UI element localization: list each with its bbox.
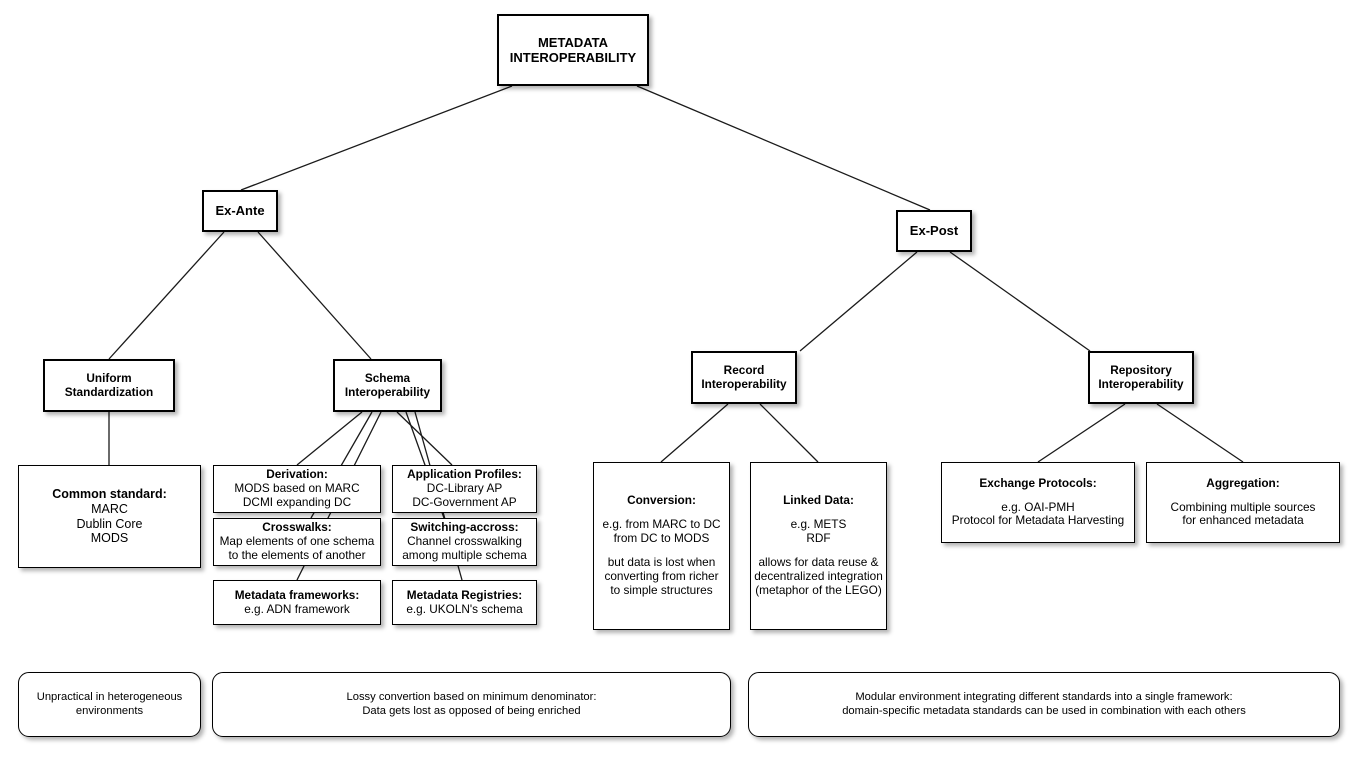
linked-data-g1-line-1: RDF bbox=[806, 531, 831, 546]
switching-accross-line-1: among multiple schema bbox=[402, 547, 527, 562]
node-application-profiles[interactable]: Application Profiles: DC-Library AP DC-G… bbox=[392, 465, 537, 513]
switching-accross-line-0: Channel crosswalking bbox=[407, 534, 522, 549]
record-line-1: Record bbox=[723, 362, 765, 377]
edge-exante-schema bbox=[257, 231, 372, 360]
uniform-line-2: Standardization bbox=[64, 384, 154, 399]
common-standard-title: Common standard: bbox=[52, 487, 167, 501]
summary-lossy-line-0: Lossy convertion based on minimum denomi… bbox=[346, 691, 597, 704]
edge-schema-derivation bbox=[296, 411, 363, 466]
node-metadata-frameworks[interactable]: Metadata frameworks: e.g. ADN framework bbox=[213, 580, 381, 625]
node-aggregation[interactable]: Aggregation: Combining multiple sources … bbox=[1146, 462, 1340, 543]
ex-ante-label: Ex-Ante bbox=[215, 203, 265, 219]
conversion-g1-line-0: e.g. from MARC to DC bbox=[602, 517, 721, 532]
aggregation-line-0: Combining multiple sources bbox=[1170, 499, 1316, 514]
linked-data-g2-line-0: allows for data reuse & bbox=[758, 555, 879, 570]
linked-data-g2-line-2: (metaphor of the LEGO) bbox=[755, 582, 882, 597]
node-schema-interoperability[interactable]: Schema Interoperability bbox=[333, 359, 442, 412]
root-line-2: INTEROPERABILITY bbox=[509, 50, 637, 65]
edge-exante-uniform bbox=[108, 231, 225, 360]
node-crosswalks[interactable]: Crosswalks: Map elements of one schema t… bbox=[213, 518, 381, 566]
crosswalks-line-0: Map elements of one schema bbox=[219, 534, 375, 549]
summary-unpractical[interactable]: Unpractical in heterogeneous environment… bbox=[18, 672, 201, 737]
exchange-protocols-line-0: e.g. OAI-PMH bbox=[1001, 499, 1075, 514]
edge-record-linkeddata bbox=[759, 403, 819, 463]
derivation-line-0: MODS based on MARC bbox=[234, 481, 360, 496]
edge-repository-aggregation bbox=[1156, 403, 1244, 463]
derivation-line-1: DCMI expanding DC bbox=[242, 494, 352, 509]
application-profiles-line-0: DC-Library AP bbox=[426, 481, 503, 496]
edge-root-expost bbox=[636, 85, 931, 211]
node-ex-ante[interactable]: Ex-Ante bbox=[202, 190, 278, 232]
crosswalks-title: Crosswalks: bbox=[262, 520, 332, 535]
aggregation-line-1: for enhanced metadata bbox=[1182, 513, 1304, 528]
node-metadata-registries[interactable]: Metadata Registries: e.g. UKOLN's schema bbox=[392, 580, 537, 625]
node-exchange-protocols[interactable]: Exchange Protocols: e.g. OAI-PMH Protoco… bbox=[941, 462, 1135, 543]
ex-post-label: Ex-Post bbox=[909, 223, 959, 239]
summary-lossy-line-1: Data gets lost as opposed of being enric… bbox=[362, 704, 581, 717]
node-derivation[interactable]: Derivation: MODS based on MARC DCMI expa… bbox=[213, 465, 381, 513]
metadata-registries-line-0: e.g. UKOLN's schema bbox=[406, 601, 523, 616]
node-uniform-standardization[interactable]: Uniform Standardization bbox=[43, 359, 175, 412]
node-conversion[interactable]: Conversion: e.g. from MARC to DC from DC… bbox=[593, 462, 730, 630]
metadata-frameworks-line-0: e.g. ADN framework bbox=[244, 601, 350, 616]
metadata-frameworks-title: Metadata frameworks: bbox=[234, 587, 360, 602]
linked-data-title: Linked Data: bbox=[783, 493, 854, 508]
conversion-g2-line-0: but data is lost when bbox=[607, 555, 716, 570]
switching-accross-title: Switching-accross: bbox=[410, 520, 519, 535]
summary-modular-line-0: Modular environment integrating differen… bbox=[855, 691, 1233, 704]
common-standard-line-0: MARC bbox=[91, 501, 128, 516]
node-ex-post[interactable]: Ex-Post bbox=[896, 210, 972, 252]
edge-record-conversion bbox=[660, 403, 729, 463]
node-record-interoperability[interactable]: Record Interoperability bbox=[691, 351, 797, 404]
root-line-1: METADATA bbox=[537, 34, 609, 50]
conversion-g2-line-1: converting from richer bbox=[604, 568, 719, 583]
edge-schema-appprofiles bbox=[396, 411, 453, 466]
linked-data-g2-line-1: decentralized integration bbox=[754, 568, 883, 583]
schema-line-1: Schema bbox=[364, 370, 411, 385]
summary-unpractical-line-1: environments bbox=[75, 704, 144, 717]
edge-root-exante bbox=[240, 85, 513, 191]
edge-expost-record bbox=[799, 251, 918, 352]
uniform-line-1: Uniform bbox=[86, 370, 132, 385]
common-standard-line-1: Dublin Core bbox=[76, 516, 143, 531]
exchange-protocols-line-1: Protocol for Metadata Harvesting bbox=[951, 513, 1125, 528]
record-line-2: Interoperability bbox=[701, 376, 787, 391]
metadata-registries-title: Metadata Registries: bbox=[406, 587, 523, 602]
summary-unpractical-line-0: Unpractical in heterogeneous bbox=[36, 691, 183, 704]
linked-data-g1-line-0: e.g. METS bbox=[790, 517, 847, 532]
crosswalks-line-1: to the elements of another bbox=[228, 547, 366, 562]
conversion-g1-line-1: from DC to MODS bbox=[613, 531, 710, 546]
summary-lossy-conversion[interactable]: Lossy convertion based on minimum denomi… bbox=[212, 672, 731, 737]
conversion-title: Conversion: bbox=[627, 493, 696, 508]
repository-line-1: Repository bbox=[1110, 362, 1172, 377]
node-linked-data[interactable]: Linked Data: e.g. METS RDF allows for da… bbox=[750, 462, 887, 630]
node-common-standard[interactable]: Common standard: MARC Dublin Core MODS bbox=[18, 465, 201, 568]
schema-line-2: Interoperability bbox=[344, 384, 431, 399]
edge-expost-repository bbox=[949, 251, 1091, 352]
exchange-protocols-title: Exchange Protocols: bbox=[979, 475, 1097, 490]
application-profiles-title: Application Profiles: bbox=[407, 467, 522, 482]
node-repository-interoperability[interactable]: Repository Interoperability bbox=[1088, 351, 1194, 404]
common-standard-line-2: MODS bbox=[90, 531, 129, 546]
aggregation-title: Aggregation: bbox=[1206, 475, 1280, 490]
node-switching-accross[interactable]: Switching-accross: Channel crosswalking … bbox=[392, 518, 537, 566]
derivation-title: Derivation: bbox=[266, 467, 328, 482]
node-metadata-interoperability[interactable]: METADATA INTEROPERABILITY bbox=[497, 14, 649, 86]
summary-modular-environment[interactable]: Modular environment integrating differen… bbox=[748, 672, 1340, 737]
conversion-g2-line-2: to simple structures bbox=[610, 582, 713, 597]
repository-line-2: Interoperability bbox=[1098, 376, 1184, 391]
edge-repository-exchange bbox=[1037, 403, 1126, 463]
summary-modular-line-1: domain-specific metadata standards can b… bbox=[842, 704, 1246, 717]
application-profiles-line-1: DC-Government AP bbox=[412, 494, 517, 509]
